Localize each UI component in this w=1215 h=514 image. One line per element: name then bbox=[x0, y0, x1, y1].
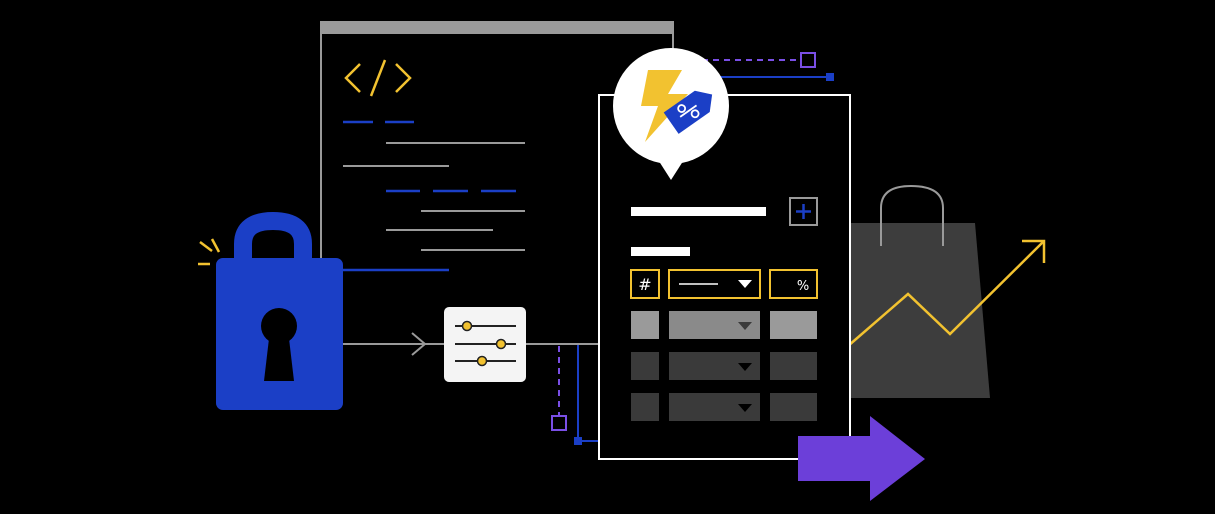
table-row bbox=[631, 352, 817, 380]
form-card: # % bbox=[598, 94, 851, 460]
lightning-bolt-icon bbox=[641, 70, 688, 142]
form-title-bar bbox=[631, 207, 766, 216]
selection-handle-bottom-left bbox=[551, 415, 567, 431]
dropdown-caret-icon bbox=[738, 280, 752, 288]
sparkle-line bbox=[199, 241, 213, 252]
table-row bbox=[631, 393, 817, 421]
dropdown-caret-icon bbox=[738, 404, 752, 412]
form-subtitle-bar bbox=[631, 247, 690, 256]
trending-up-arrow-icon bbox=[847, 239, 1046, 347]
selection-handle-top-right bbox=[800, 52, 816, 68]
sparkle-line bbox=[210, 238, 221, 253]
code-lines bbox=[343, 120, 525, 272]
forward-arrow-icon bbox=[798, 416, 925, 501]
percent-icon: % bbox=[797, 279, 809, 294]
unlocked-padlock-icon bbox=[198, 211, 343, 410]
plus-button[interactable] bbox=[789, 197, 818, 226]
window-title-bar bbox=[320, 21, 674, 34]
promo-bubble bbox=[613, 48, 729, 180]
form-header-row: # % bbox=[630, 269, 818, 299]
table-row bbox=[631, 311, 817, 339]
dropdown-caret-icon bbox=[738, 363, 752, 371]
settings-sliders-icon bbox=[444, 307, 526, 382]
dropdown-caret-icon bbox=[738, 322, 752, 330]
hash-cell[interactable] bbox=[630, 269, 660, 299]
hash-icon: # bbox=[638, 275, 651, 294]
shopping-bag-icon bbox=[848, 184, 990, 398]
discount-tag-icon bbox=[663, 90, 713, 134]
code-brackets-icon bbox=[344, 59, 412, 97]
percent-cell[interactable] bbox=[769, 269, 818, 299]
